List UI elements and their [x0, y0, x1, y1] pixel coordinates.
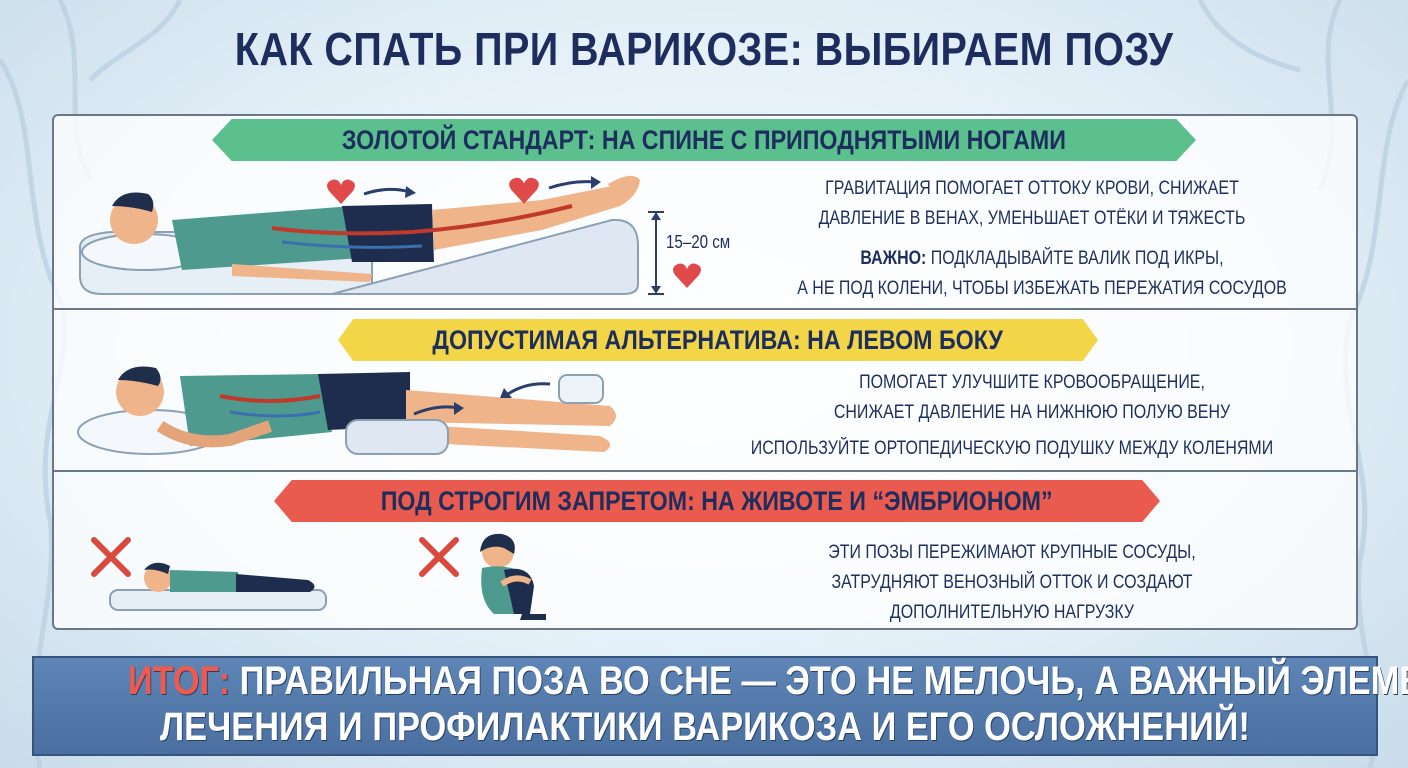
heart-icon [673, 263, 701, 288]
arrow-icon [500, 382, 551, 398]
banner-forbidden: ПОД СТРОГИМ ЗАПРЕТОМ: НА ЖИВОТЕ И “ЭМБРИ… [274, 480, 1160, 522]
heart-icon [509, 177, 539, 204]
section-text-alternative: ПОМОГАЕТ УЛУЧШИТЕ КРОВООБРАЩЕНИЕ, СНИЖАЕ… [833, 372, 1231, 423]
conclusion-box: ИТОГ: ПРАВИЛЬНАЯ ПОЗА ВО СНЕ — ЭТО НЕ МЕ… [32, 656, 1408, 756]
arrow-icon [548, 176, 601, 190]
cross-icon [419, 537, 459, 577]
important-note: ВАЖНО: ПОДКЛАДЫВАЙТЕ ВАЛИК ПОД ИКРЫ, А Н… [797, 248, 1287, 299]
section-tip-alternative: ИСПОЛЬЗУЙТЕ ОРТОПЕДИЧЕСКУЮ ПОДУШКУ МЕЖДУ… [750, 438, 1274, 459]
arrow-icon [363, 186, 416, 198]
conclusion-line1: ПРАВИЛЬНАЯ ПОЗА ВО СНЕ — ЭТО НЕ МЕЛОЧЬ, … [239, 659, 1408, 703]
banner-gold-standard: ЗОЛОТОЙ СТАНДАРТ: НА СПИНЕ С ПРИПОДНЯТЫМ… [212, 119, 1196, 161]
section-divider [54, 308, 1356, 310]
back-sleeping-illustration [79, 175, 640, 295]
important-label: ВАЖНО: [860, 248, 927, 269]
section-text-gold: ГРАВИТАЦИЯ ПОМОГАЕТ ОТТОКУ КРОВИ, СНИЖАЕ… [818, 178, 1246, 229]
pillow-icon [558, 374, 604, 404]
banner-alternative: ДОПУСТИМАЯ АЛЬТЕРНАТИВА: НА ЛЕВОМ БОКУ [338, 319, 1098, 361]
content-panel [52, 114, 1358, 630]
arrow-icon [413, 402, 464, 416]
stomach-sleeping-illustration [109, 562, 327, 611]
heart-icon [327, 179, 355, 204]
section-text-forbidden: ЭТИ ПОЗЫ ПЕРЕЖИМАЮТ КРУПНЫЕ СОСУДЫ, ЗАТР… [828, 542, 1196, 623]
conclusion-label: ИТОГ: [127, 659, 231, 703]
height-measure-icon [648, 211, 664, 295]
side-sleeping-illustration [77, 366, 616, 455]
measurement-label: 15–20 см [666, 232, 731, 252]
section-divider [54, 470, 1356, 472]
conclusion-line2: ЛЕЧЕНИЯ И ПРОФИЛАКТИКИ ВАРИКОЗА И ЕГО ОС… [160, 705, 1250, 749]
fetal-position-illustration [480, 533, 546, 620]
cross-icon [91, 537, 131, 577]
page-title: КАК СПАТЬ ПРИ ВАРИКОЗЕ: ВЫБИРАЕМ ПОЗУ [234, 23, 1174, 75]
